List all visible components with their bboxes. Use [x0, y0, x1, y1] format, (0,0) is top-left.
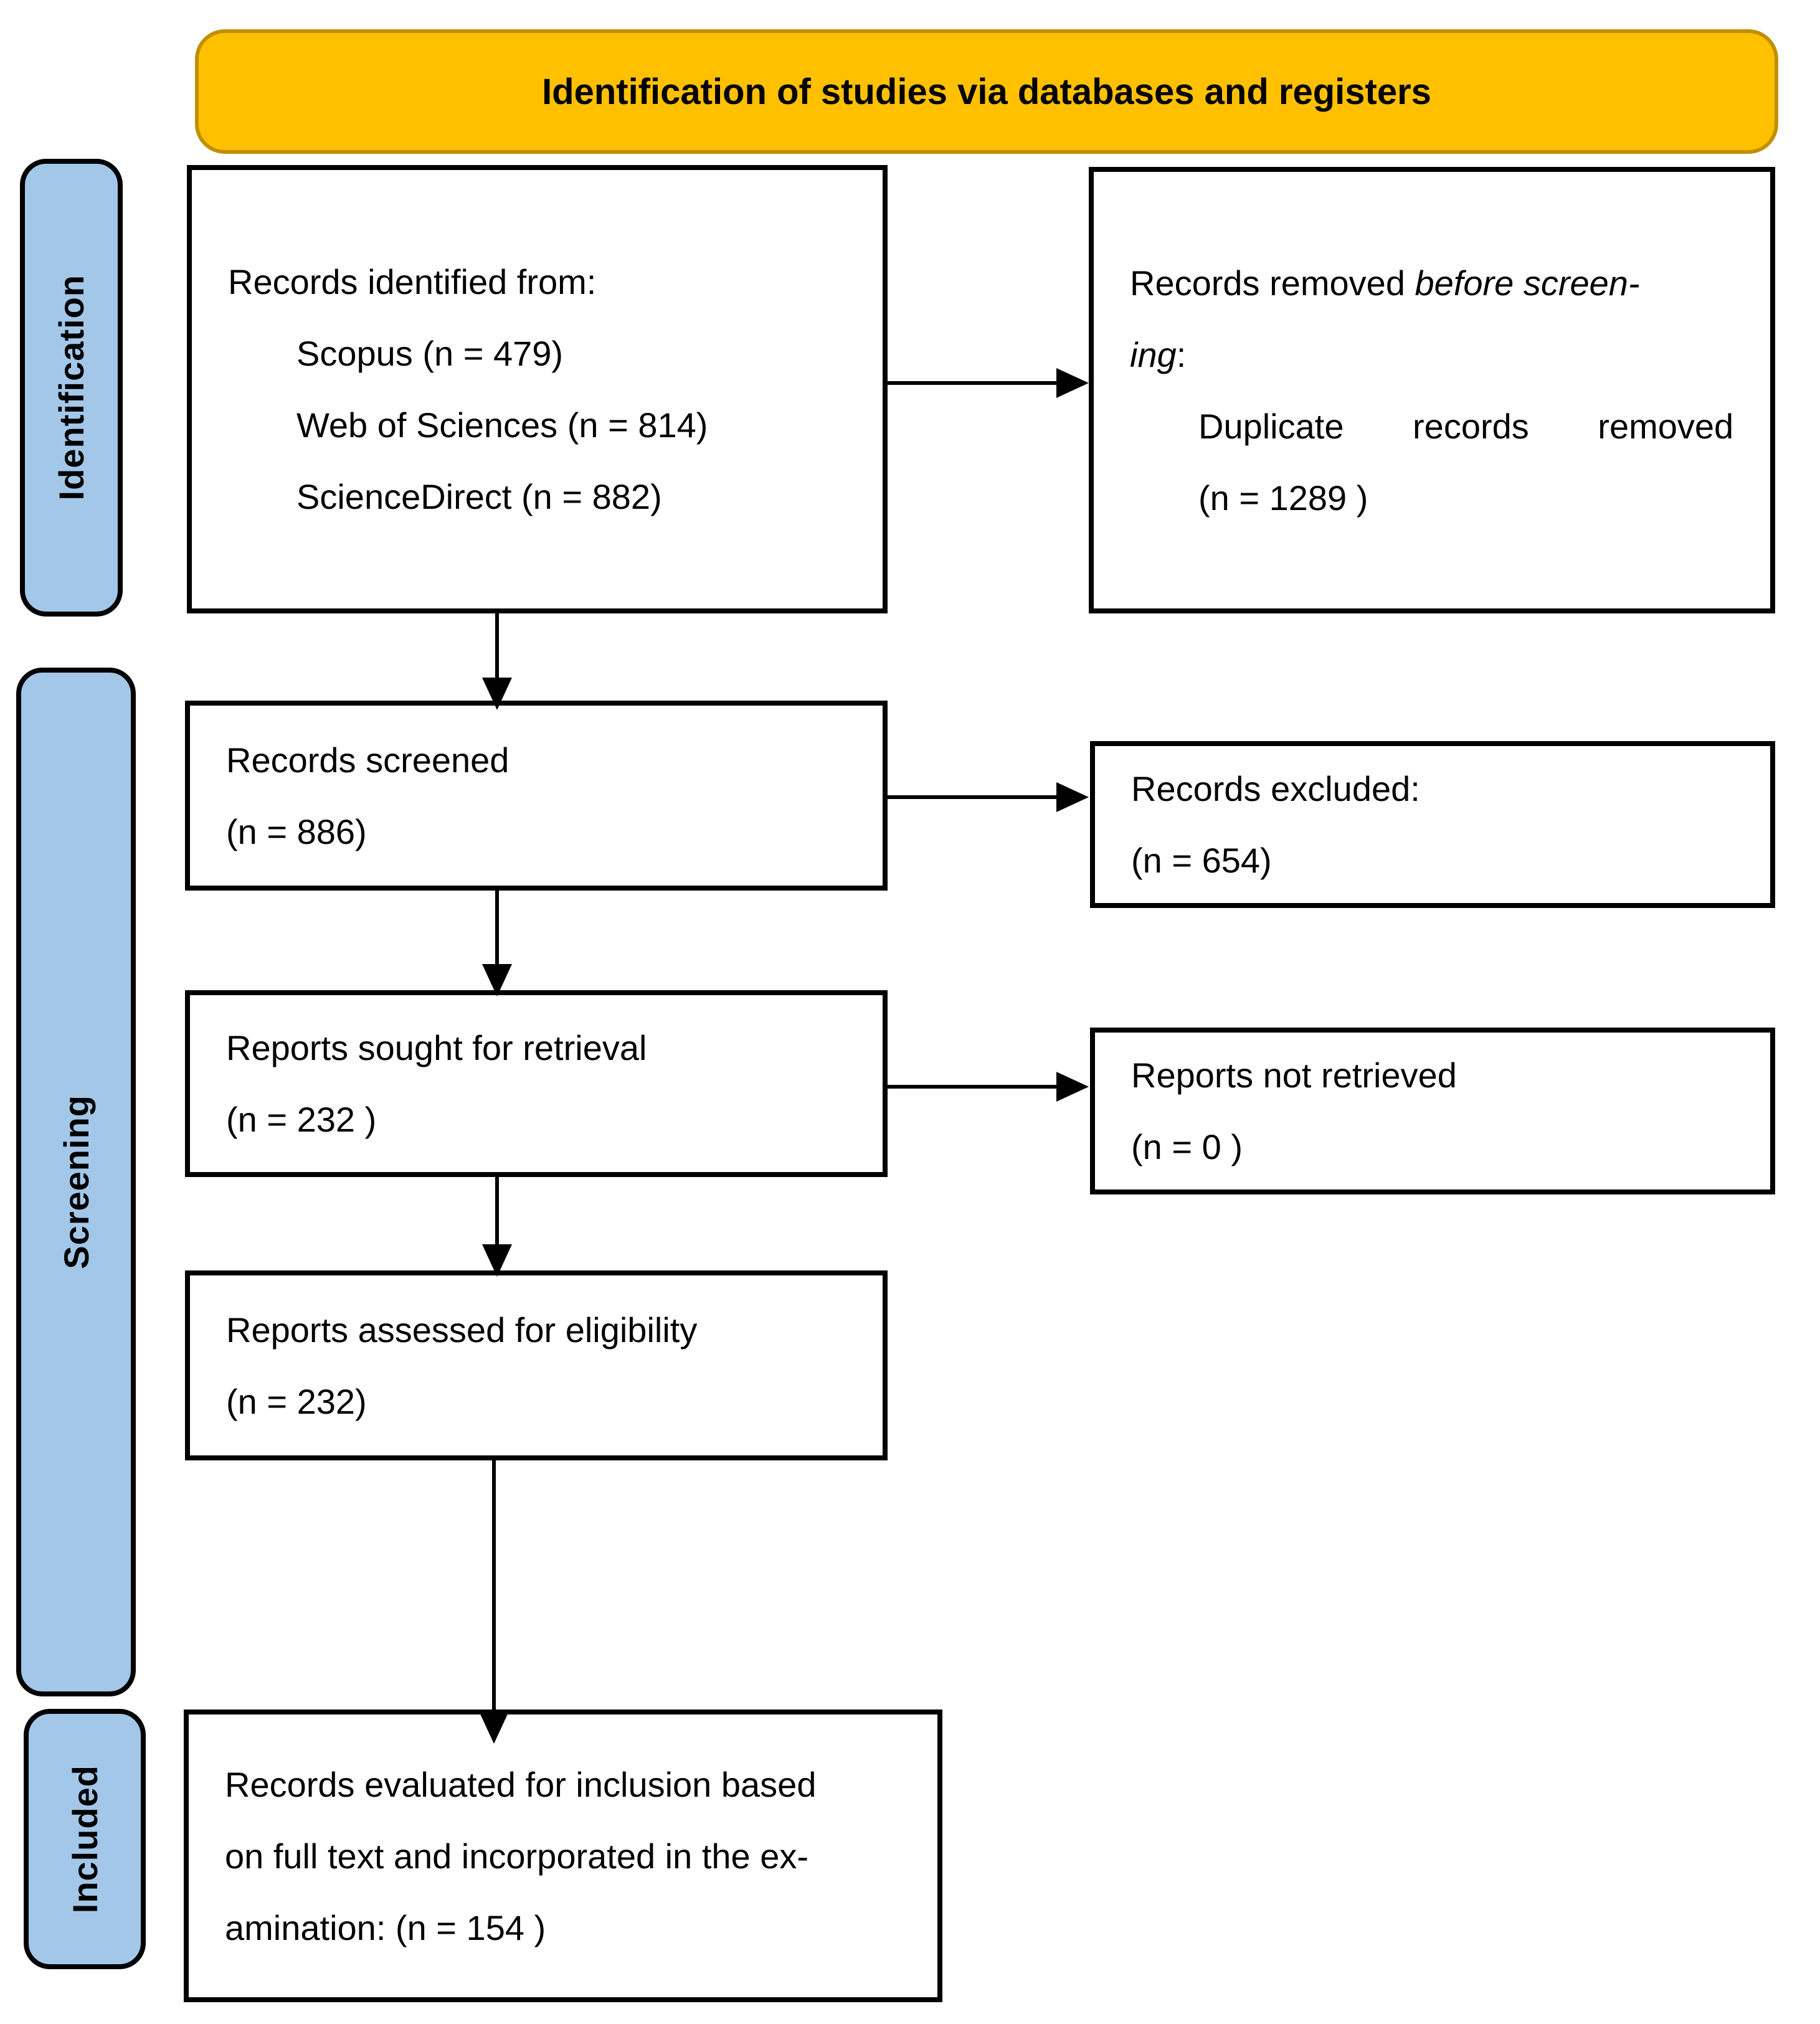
arrow-sought-to-not-retrieved-line — [888, 1085, 1062, 1089]
diagram-title-banner: Identification of studies via databases … — [195, 29, 1778, 154]
records-removed-italic1: before screen- — [1415, 263, 1640, 303]
diagram-title: Identification of studies via databases … — [542, 71, 1431, 112]
arrow-screened-to-sought-head — [482, 964, 512, 996]
arrow-sought-to-assessed-line — [495, 1177, 499, 1249]
records-removed-detail: Duplicate records removed — [1198, 406, 1734, 446]
stage-label-included: Included — [24, 1709, 146, 1969]
records-evaluated-line2: on full text and incorporated in the ex- — [225, 1836, 809, 1876]
box-reports-not-retrieved: Reports not retrieved (n = 0 ) — [1090, 1028, 1775, 1194]
reports-sought-label: Reports sought for retrieval — [226, 1028, 647, 1067]
reports-not-retrieved-label: Reports not retrieved — [1131, 1056, 1457, 1095]
records-removed-italic2: ing — [1130, 334, 1177, 374]
records-identified-item-scopus: Scopus (n = 479) — [296, 334, 564, 373]
records-identified-item-sciencedirect: ScienceDirect (n = 882) — [296, 477, 662, 516]
records-identified-item-wos: Web of Sciences (n = 814) — [296, 405, 708, 445]
reports-assessed-count: (n = 232) — [226, 1381, 367, 1421]
box-reports-sought: Reports sought for retrieval (n = 232 ) — [185, 990, 888, 1177]
records-identified-intro: Records identified from: — [228, 262, 597, 301]
box-records-screened: Records screened (n = 886) — [185, 701, 888, 891]
records-removed-count: (n = 1289 ) — [1198, 478, 1368, 518]
arrow-screened-to-excluded-head — [1056, 782, 1089, 812]
stage-label-screening: Screening — [16, 668, 136, 1696]
arrow-identified-to-screened-head — [482, 678, 512, 710]
reports-assessed-label: Reports assessed for eligibility — [226, 1310, 698, 1350]
stage-label-identification: Identification — [20, 159, 123, 617]
arrow-screened-to-excluded-line — [888, 795, 1062, 799]
box-reports-assessed: Reports assessed for eligibility (n = 23… — [185, 1270, 888, 1460]
records-evaluated-line1: Records evaluated for inclusion based — [225, 1764, 817, 1804]
records-excluded-label: Records excluded: — [1131, 769, 1420, 808]
box-records-identified: Records identified from: Scopus (n = 479… — [187, 165, 888, 613]
records-excluded-count: (n = 654) — [1131, 841, 1272, 880]
reports-sought-count: (n = 232 ) — [226, 1100, 377, 1139]
arrow-screened-to-sought-line — [495, 891, 499, 968]
stage-label-screening-text: Screening — [56, 1095, 96, 1269]
arrow-sought-to-assessed-head — [482, 1244, 512, 1277]
reports-not-retrieved-count: (n = 0 ) — [1131, 1127, 1243, 1166]
arrow-identified-to-screened-line — [495, 610, 499, 682]
records-removed-line2: ing: — [1130, 334, 1187, 374]
records-removed-line1: Records removed before screen- — [1130, 263, 1640, 303]
stage-label-included-text: Included — [65, 1764, 105, 1914]
arrow-identified-to-removed-head — [1056, 368, 1089, 398]
arrow-sought-to-not-retrieved-head — [1056, 1072, 1089, 1102]
box-records-excluded: Records excluded: (n = 654) — [1090, 741, 1775, 908]
stage-label-identification-text: Identification — [52, 275, 91, 501]
box-records-evaluated: Records evaluated for inclusion based on… — [184, 1710, 942, 2002]
records-screened-count: (n = 886) — [226, 811, 367, 851]
arrow-assessed-to-evaluated-line — [492, 1460, 496, 1716]
box-records-removed: Records removed before screen- ing: Dupl… — [1089, 167, 1775, 613]
arrow-assessed-to-evaluated-head — [479, 1711, 509, 1744]
records-evaluated-line3: amination: (n = 154 ) — [225, 1908, 546, 1947]
arrow-identified-to-removed-line — [888, 381, 1062, 385]
records-screened-label: Records screened — [226, 740, 510, 780]
